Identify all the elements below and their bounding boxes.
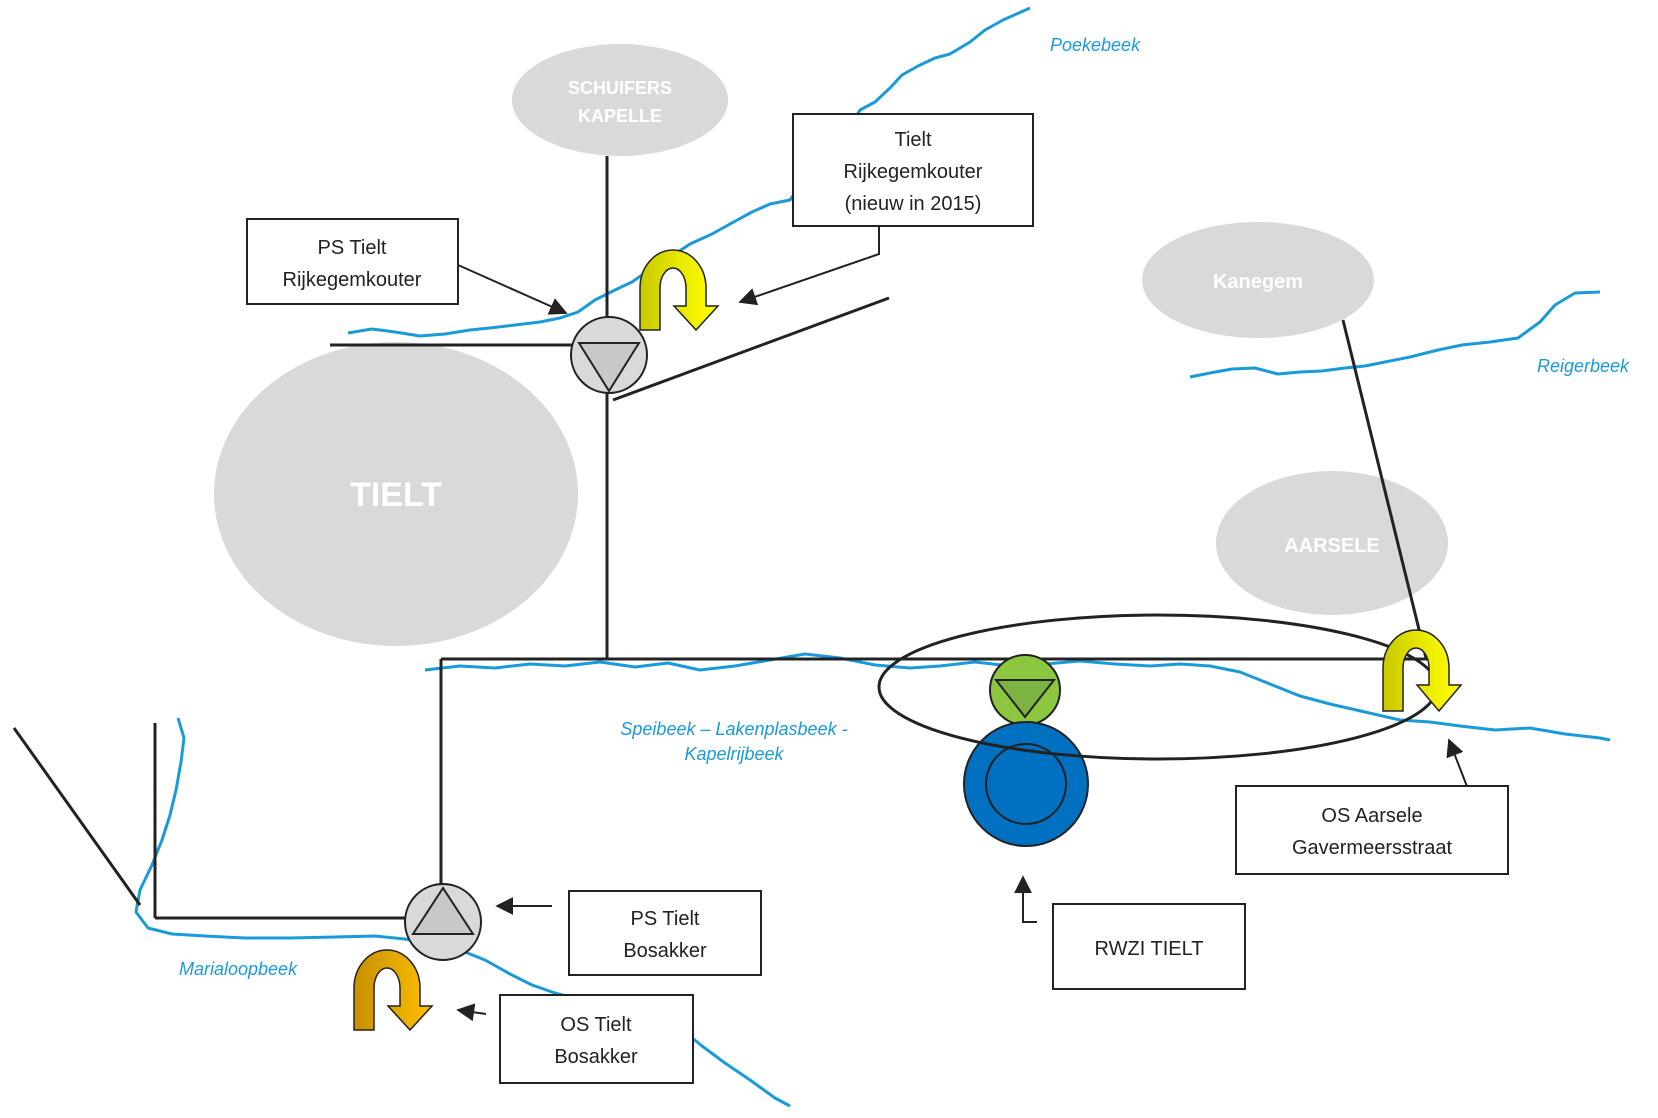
arrow-ps-rijkegemkouter [457, 264, 568, 315]
box-ps-tielt-bosakker: PS Tielt Bosakker [568, 890, 762, 976]
box-tielt-rijkegemkouter-new-line-2: Rijkegemkouter [844, 161, 983, 183]
town-tielt [214, 342, 578, 646]
box-os-tielt-bosakker-line-2: Bosakker [554, 1046, 638, 1068]
town-schuiferskapelle-label-2: KAPELLE [578, 106, 662, 126]
collector-diagonal-branch [612, 296, 890, 402]
box-tielt-rijkegemkouter-new-line-3: (nieuw in 2015) [845, 193, 982, 215]
sewer-lines [12, 156, 1428, 920]
overflow-bosakker [353, 949, 434, 1032]
rwzi-area-outline [877, 613, 1439, 761]
overflow-rijkegemkouter [639, 249, 720, 332]
box-tielt-rijkegemkouter-new-line-1: Tielt [894, 129, 931, 151]
box-ps-tielt-bosakker-line-2: Bosakker [623, 940, 707, 962]
box-rwzi-tielt: RWZI TIELT [1052, 903, 1246, 990]
town-kanegem [1142, 222, 1374, 338]
river-label-speibeek-1: Speibeek – Lakenplasbeek - [620, 719, 847, 739]
box-os-aarsele: OS Aarsele Gavermeersstraat [1235, 785, 1509, 875]
box-os-aarsele-line-1: OS Aarsele [1321, 805, 1422, 827]
rwzi-clarifier-inner [985, 743, 1067, 825]
river-label-marialoopbeek: Marialoopbeek [179, 959, 298, 979]
town-schuiferskapelle [512, 44, 728, 156]
town-kanegem-label: Kanegem [1213, 271, 1303, 293]
arrow-rwzi-tielt [1014, 875, 1037, 923]
arrow-tielt-rijkegemkouter-new [738, 226, 880, 306]
collector-bosakker-diagonal [12, 727, 142, 906]
river-label-poekebeek: Poekebeek [1050, 35, 1141, 55]
towns: SCHUIFERS KAPELLE TIELT Kanegem AARSELE [214, 44, 1448, 646]
town-schuiferskapelle-label-1: SCHUIFERS [568, 78, 672, 98]
arrow-os-aarsele [1446, 738, 1469, 790]
collector-from-kanegem [1341, 319, 1428, 659]
river-reigerbeek [1189, 290, 1601, 379]
town-aarsele-label: AARSELE [1284, 535, 1380, 557]
box-tielt-rijkegemkouter-new: Tielt Rijkegemkouter (nieuw in 2015) [792, 113, 1034, 227]
box-os-tielt-bosakker: OS Tielt Bosakker [499, 994, 694, 1084]
river-poekebeek [347, 6, 1031, 338]
box-rwzi-tielt-line-1: RWZI TIELT [1095, 938, 1204, 960]
river-label-speibeek-2: Kapelrijbeek [684, 744, 784, 764]
box-os-aarsele-line-2: Gavermeersstraat [1292, 837, 1452, 859]
box-ps-tielt-rijkegemkouter-line-2: Rijkegemkouter [283, 269, 422, 291]
callout-arrows [456, 226, 1469, 1022]
box-ps-tielt-rijkegemkouter-line-1: PS Tielt [318, 237, 387, 259]
pump-bosakker [404, 883, 482, 961]
arrow-os-bosakker [456, 1003, 487, 1022]
box-os-tielt-bosakker-line-1: OS Tielt [560, 1014, 632, 1036]
river-label-reigerbeek: Reigerbeek [1537, 356, 1630, 376]
pump-rijkegemkouter [570, 316, 648, 394]
box-ps-tielt-rijkegemkouter: PS Tielt Rijkegemkouter [246, 218, 459, 305]
town-tielt-label: TIELT [350, 476, 442, 514]
overflow-aarsele [1382, 629, 1463, 713]
box-ps-tielt-bosakker-line-1: PS Tielt [631, 908, 700, 930]
river-labels: Poekebeek Reigerbeek Speibeek – Lakenpla… [179, 35, 1630, 979]
